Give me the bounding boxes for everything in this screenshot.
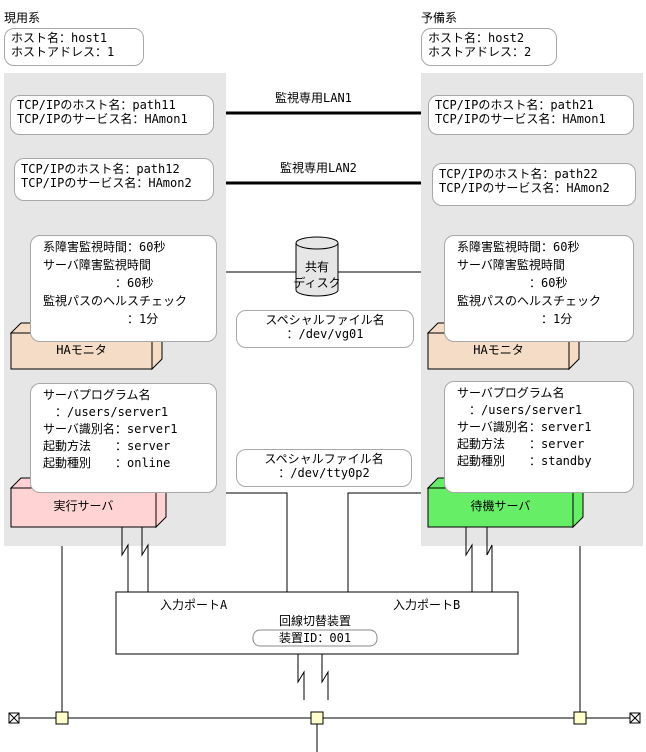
input-port-a-label: 入力ポートA [160, 598, 228, 612]
standby-server-settings: サーバプログラム名 ：/users/server1 サーバ識別名：server1… [444, 381, 634, 493]
standby-lan2-service: TCP/IPのサービス名：HAmon2 [439, 181, 610, 195]
monitoring-lan2-label: 監視専用LAN2 [280, 161, 357, 175]
device-id-box [252, 629, 378, 647]
standby-server-line: 起動種別 ：standby [457, 454, 592, 468]
standby-lan1-config: TCP/IPのホスト名：path21 TCP/IPのサービス名：HAmon1 [428, 95, 634, 135]
primary-monitor-line: 系障害監視時間：60秒 [43, 240, 166, 254]
primary-server-line: 起動種別 ：online [43, 456, 171, 470]
input-port-b-label: 入力ポートB [393, 598, 461, 612]
primary-monitor-line: ：60秒 [43, 276, 154, 290]
standby-line-b [486, 527, 493, 592]
standby-monitor-line: ：60秒 [457, 276, 568, 290]
standby-server-line: サーバ識別名：server1 [457, 420, 592, 434]
primary-lan1-service: TCP/IPのサービス名：HAmon1 [17, 112, 188, 126]
primary-lan1-config: TCP/IPのホスト名：path11 TCP/IPのサービス名：HAmon1 [10, 95, 214, 135]
primary-monitor-line: 監視パスのヘルスチェック [43, 294, 188, 308]
disk-special-file-box: スペシャルファイル名 ：/dev/vg01 [236, 310, 414, 348]
primary-lan2-config: TCP/IPのホスト名：path12 TCP/IPのサービス名：HAmon2 [14, 158, 214, 201]
standby-monitor-settings: 系障害監視時間：60秒 サーバ障害監視時間 ：60秒 監視パスのヘルスチェック … [444, 235, 634, 342]
standby-lan1-service: TCP/IPのサービス名：HAmon1 [435, 112, 606, 126]
primary-server-settings: サーバプログラム名 ：/users/server1 サーバ識別名：server1… [30, 383, 217, 493]
standby-server-line: ：/users/server1 [457, 403, 583, 417]
standby-host-info: ホスト名：host2 ホストアドレス：2 [421, 28, 557, 66]
primary-host-info: ホスト名：host1 ホストアドレス：1 [4, 28, 144, 66]
primary-line-b [141, 527, 149, 592]
primary-bus-tap [55, 711, 69, 725]
standby-monitor-line: 監視パスのヘルスチェック [457, 294, 602, 308]
standby-server-line: サーバプログラム名 [457, 386, 565, 400]
primary-lan1-host: TCP/IPのホスト名：path11 [17, 98, 176, 112]
standby-server-line: 起動方法 ：server [457, 437, 585, 451]
shared-disk-label-2: ディスク [293, 276, 341, 290]
primary-line-a [121, 527, 129, 592]
primary-system-title: 現用系 [4, 11, 41, 25]
switch-output-line-a [297, 654, 305, 700]
primary-lan2-service: TCP/IPのサービス名：HAmon2 [21, 176, 192, 190]
standby-host-address: ホストアドレス：2 [428, 45, 532, 59]
standby-lan2-config: TCP/IPのホスト名：path22 TCP/IPのサービス名：HAmon2 [432, 163, 636, 206]
standby-ha-monitor-label: HAモニタ [473, 343, 524, 357]
standby-lan1-host: TCP/IPのホスト名：path21 [435, 98, 594, 112]
disk-special-file-path: ：/dev/vg01 [286, 327, 364, 341]
primary-server-line: サーバプログラム名 [43, 388, 151, 402]
standby-tty-line [347, 492, 421, 592]
primary-server-line: サーバ識別名：server1 [43, 422, 178, 436]
tty-special-file-box: スペシャルファイル名 ：/dev/tty0p2 [236, 449, 412, 487]
primary-monitor-line: ：1分 [43, 312, 159, 326]
primary-host-address: ホストアドレス：1 [11, 45, 115, 59]
shared-disk-icon [295, 236, 339, 297]
primary-ha-monitor-label: HAモニタ [56, 343, 107, 357]
standby-system-title: 予備系 [421, 11, 458, 25]
standby-server-label: 待機サーバ [470, 499, 531, 513]
standby-host-name: ホスト名：host2 [428, 31, 525, 45]
right-terminator-icon [629, 712, 641, 724]
disk-special-file-label: スペシャルファイル名 [265, 313, 385, 327]
tty-special-file-label: スペシャルファイル名 [264, 452, 384, 466]
shared-disk-label-1: 共有 [304, 260, 329, 274]
left-terminator-icon [8, 712, 20, 724]
primary-tty-line [226, 492, 288, 592]
standby-lan2-host: TCP/IPのホスト名：path22 [439, 167, 598, 181]
switch-output-line-b [321, 654, 329, 700]
primary-server-label: 実行サーバ [53, 499, 114, 513]
standby-monitor-line: ：1分 [457, 312, 573, 326]
standby-line-a [465, 527, 473, 592]
device-id-label: 装置ID：001 [278, 631, 352, 645]
monitoring-lan1-label: 監視専用LAN1 [275, 91, 352, 105]
line-switch-title: 回線切替装置 [278, 614, 351, 628]
tty-special-file-path: ：/dev/tty0p2 [278, 466, 370, 480]
center-bus-tap [310, 711, 324, 725]
standby-monitor-line: 系障害監視時間：60秒 [457, 240, 580, 254]
standby-bus-tap [573, 711, 587, 725]
primary-lan2-host: TCP/IPのホスト名：path12 [21, 162, 180, 176]
primary-monitor-line: サーバ障害監視時間 [43, 258, 151, 272]
primary-monitor-settings: 系障害監視時間：60秒 サーバ障害監視時間 ：60秒 監視パスのヘルスチェック … [30, 235, 217, 342]
primary-host-name: ホスト名：host1 [11, 31, 108, 45]
primary-server-line: 起動方法 ：server [43, 439, 171, 453]
standby-monitor-line: サーバ障害監視時間 [457, 258, 565, 272]
primary-server-line: ：/users/server1 [43, 405, 169, 419]
